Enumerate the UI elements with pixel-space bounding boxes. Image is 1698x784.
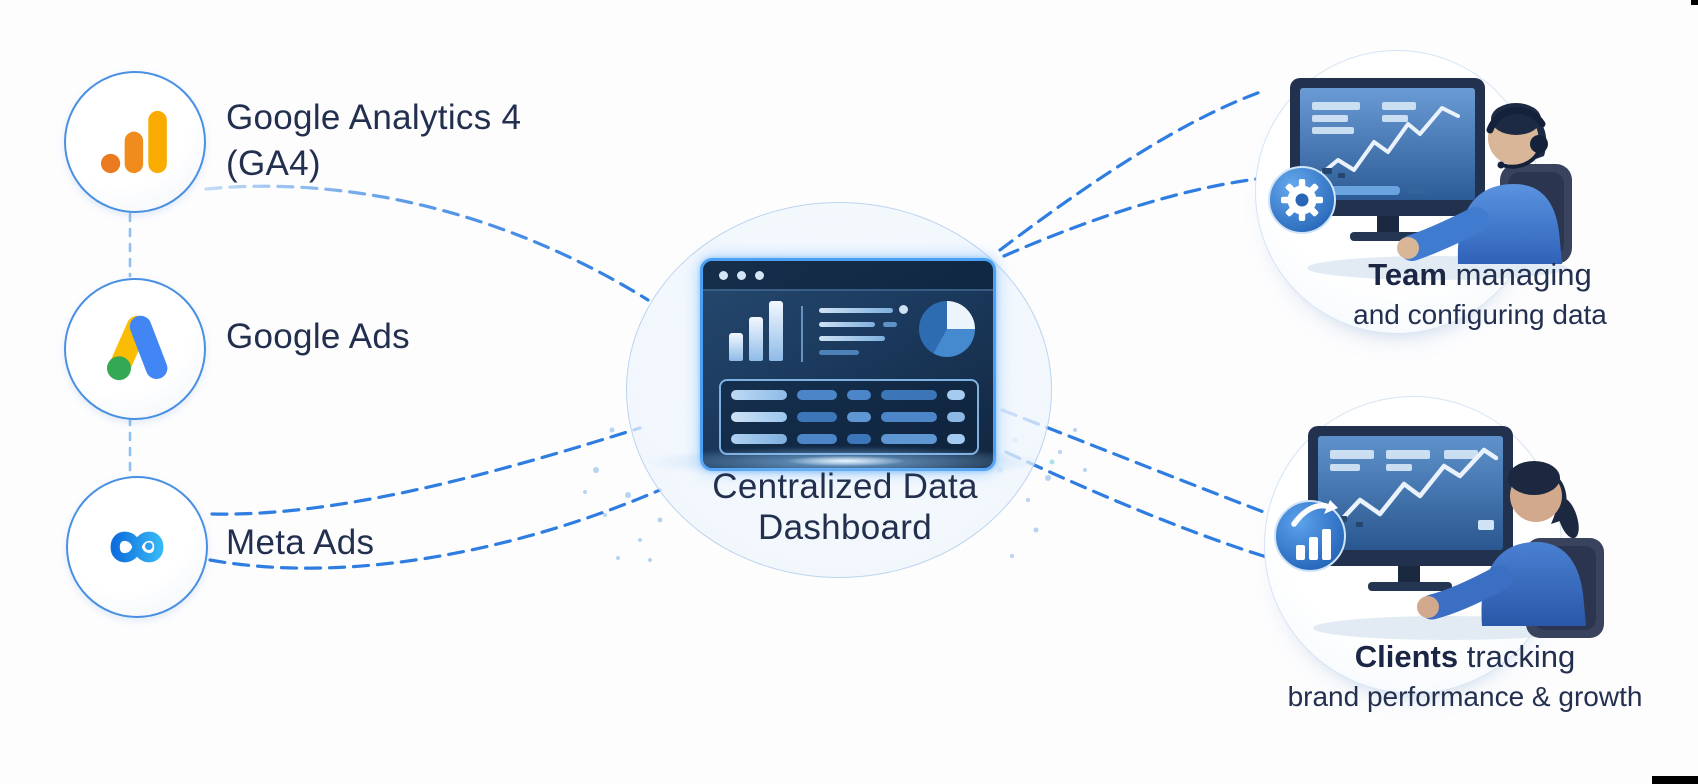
table-cell-pill [797,412,837,422]
table-cell-pill [881,434,937,444]
center-caption-line1: Centralized Data [712,467,978,506]
bar-chart-bar [769,301,783,361]
dashboard-pie-chart [919,301,975,357]
gear-badge-icon [1268,166,1336,234]
table-cell-pill [881,390,937,400]
source-label-ga4-line1: Google Analytics 4 [226,98,522,137]
table-cell-pill [847,390,871,400]
source-circle-ga4 [64,71,206,213]
table-cell-pill [847,434,871,444]
source-label-ga4: Google Analytics 4 (GA4) [226,95,521,187]
window-dot-icon [755,271,764,280]
team-monitor-icon [1290,78,1485,241]
connector-center-to-clients-lower [1004,450,1299,568]
team-person-icon [1397,103,1562,264]
source-label-meta-ads: Meta Ads [226,520,374,566]
text-line-placeholder [819,322,875,327]
connector-meta-to-center-lower [208,488,662,570]
screen-artifact [1691,0,1698,5]
window-dot-icon [719,271,728,280]
text-line-placeholder [883,322,897,327]
dashboard-divider [801,306,803,362]
center-caption-line2: Dashboard [758,508,932,547]
clients-illustration [1274,426,1604,640]
dashboard-glow-core [788,456,904,466]
headset-icon [1486,106,1548,169]
text-line-placeholder [819,308,893,313]
source-circle-google-ads [64,278,206,420]
bar-chart-bar [749,317,763,361]
team-caption-rest: managing [1446,257,1592,292]
clients-caption-rest: tracking [1458,639,1576,674]
team-caption-bold: Team [1368,257,1447,292]
center-caption: Centralized Data Dashboard [645,466,1045,548]
dashboard-titlebar [703,261,993,291]
source-label-meta-ads-line1: Meta Ads [226,523,375,562]
bullet-dot-icon [899,305,908,314]
connector-center-to-clients-upper [1000,408,1292,524]
source-label-ga4-line2: (GA4) [226,144,321,183]
text-line-placeholder [819,350,859,355]
team-illustration [1268,78,1572,280]
screen-artifact [1652,776,1698,784]
connector-center-to-team-upper [998,88,1268,252]
source-label-google-ads: Google Ads [226,314,410,360]
meta-infinity-icon [110,531,164,563]
table-cell-pill [881,412,937,422]
table-cell-pill [947,434,965,444]
team-caption-line1: Team managing [1300,258,1660,292]
team-caption: Team managing and configuring data [1300,258,1660,331]
bar-chart-bar [729,333,743,361]
dashboard-data-table [719,379,979,455]
google-ads-icon [107,315,168,381]
connector-center-to-team-lower [1002,175,1277,258]
clients-caption: Clients tracking brand performance & gro… [1280,640,1650,713]
table-cell-pill [947,412,965,422]
clients-monitor-icon [1308,426,1513,591]
source-label-google-ads-line1: Google Ads [226,317,410,356]
connector-ga4-to-center [204,184,650,302]
dashboard-window-illustration [700,258,996,471]
table-cell-pill [731,434,787,444]
source-circle-meta-ads [66,476,208,618]
clients-person-icon [1417,461,1586,626]
google-analytics-icon [100,110,167,174]
table-cell-pill [847,412,871,422]
table-cell-pill [947,390,965,400]
table-cell-pill [797,434,837,444]
clients-caption-line1: Clients tracking [1280,640,1650,674]
table-cell-pill [731,412,787,422]
clients-caption-bold: Clients [1354,639,1459,674]
window-dot-icon [737,271,746,280]
connector-meta-to-center-upper [210,426,642,516]
table-cell-pill [797,390,837,400]
clients-caption-line2: brand performance & growth [1287,681,1643,712]
growth-badge-icon [1274,500,1346,572]
text-line-placeholder [819,336,885,341]
table-cell-pill [731,390,787,400]
team-caption-line2: and configuring data [1353,299,1607,330]
